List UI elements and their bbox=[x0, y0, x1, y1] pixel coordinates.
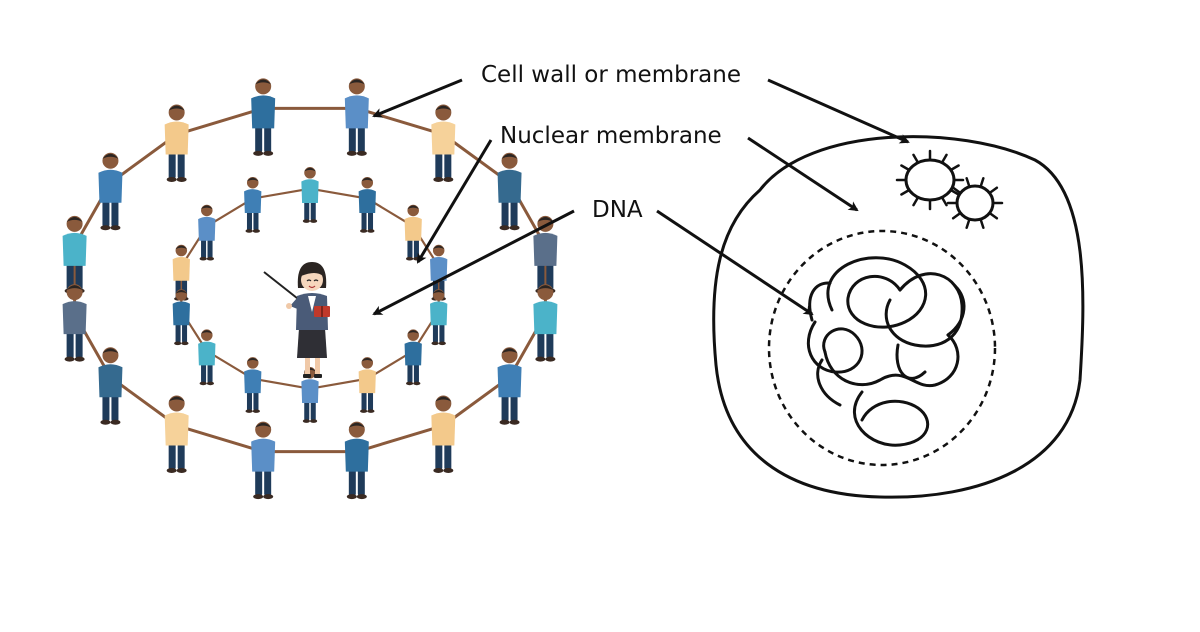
bacteria-group bbox=[895, 149, 1004, 229]
cell-illustration bbox=[712, 135, 1085, 499]
label-nuclear-membrane: Nuclear membrane bbox=[500, 123, 722, 149]
bacterium-icon bbox=[946, 177, 1004, 229]
person-icon bbox=[404, 204, 422, 261]
arrow-dna-to-teacher bbox=[372, 209, 575, 316]
person-icon bbox=[98, 347, 123, 425]
arrow-cell-wall-to-cell bbox=[767, 78, 910, 144]
label-dna: DNA bbox=[592, 197, 643, 223]
arrow-dna-to-cell bbox=[656, 209, 814, 316]
person-icon bbox=[431, 395, 456, 474]
people-rings bbox=[62, 78, 558, 500]
person-icon bbox=[301, 367, 319, 423]
annotation-arrows bbox=[372, 78, 910, 316]
person-icon bbox=[244, 357, 262, 413]
arrow-nuclear-to-people bbox=[416, 139, 493, 264]
arrow-nuclear-to-cell bbox=[747, 136, 859, 212]
person-icon bbox=[430, 289, 448, 346]
outer-ring-of-people bbox=[62, 78, 558, 500]
person-icon bbox=[344, 421, 369, 500]
person-icon bbox=[301, 167, 319, 223]
person-icon bbox=[358, 357, 376, 413]
bacterium-icon bbox=[895, 149, 965, 211]
middle-ring-of-people bbox=[172, 167, 448, 423]
nuclear-membrane-outline bbox=[767, 229, 997, 467]
cell-wall-outline bbox=[712, 135, 1085, 499]
label-cell-wall: Cell wall or membrane bbox=[481, 62, 741, 88]
person-icon bbox=[164, 395, 189, 474]
person-icon bbox=[172, 289, 190, 346]
person-icon bbox=[98, 152, 123, 231]
person-icon bbox=[251, 421, 276, 500]
person-icon bbox=[164, 104, 189, 182]
person-icon bbox=[198, 204, 216, 261]
person-icon bbox=[62, 215, 87, 294]
person-icon bbox=[497, 152, 522, 231]
person-icon bbox=[62, 284, 87, 362]
arrow-cell-wall-to-people bbox=[372, 78, 463, 118]
person-icon bbox=[251, 78, 276, 156]
person-icon bbox=[244, 176, 262, 233]
person-icon bbox=[497, 347, 522, 425]
person-icon bbox=[344, 78, 369, 156]
person-icon bbox=[431, 104, 456, 182]
person-icon bbox=[198, 329, 216, 386]
teacher-icon bbox=[263, 262, 330, 378]
person-icon bbox=[358, 176, 376, 233]
dna-strand bbox=[806, 256, 966, 447]
person-icon bbox=[404, 329, 422, 386]
person-icon bbox=[533, 284, 558, 362]
